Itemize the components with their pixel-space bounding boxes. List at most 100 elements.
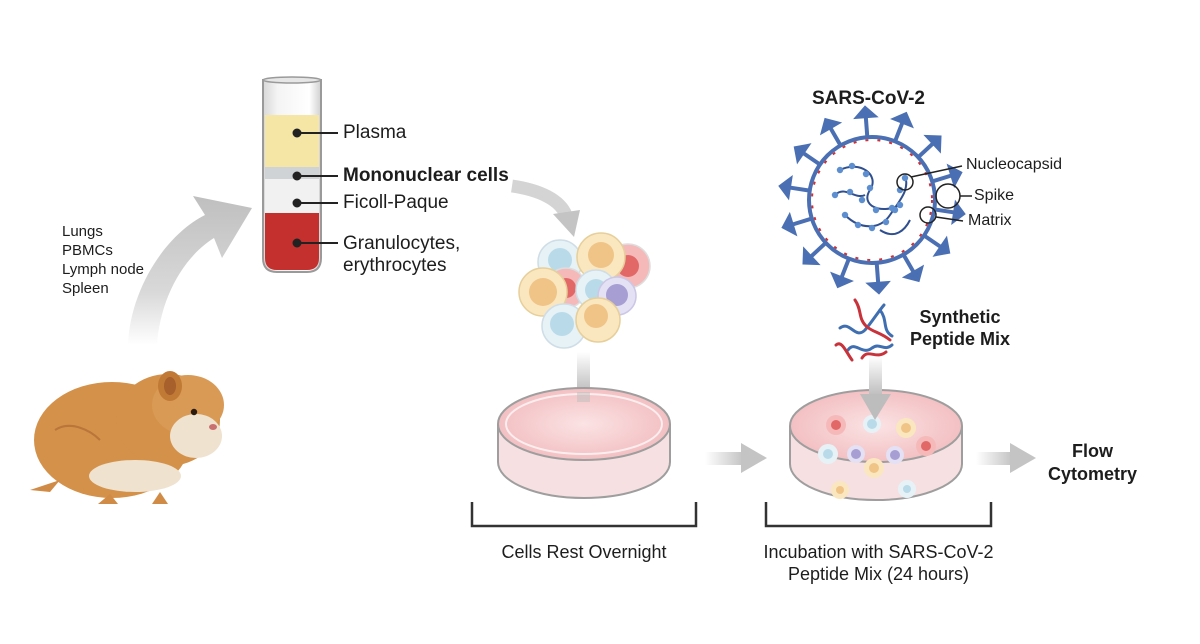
bracket-incubation — [764, 502, 993, 528]
nucleocapsid-protein — [896, 201, 904, 209]
spike-head — [932, 235, 951, 257]
synthetic-peptide-mix-label: Synthetic Peptide Mix — [910, 306, 1010, 350]
flow-line-1: Flow — [1072, 441, 1114, 461]
mononuclear-cells-label: Mononuclear cells — [343, 165, 509, 186]
cell — [576, 232, 626, 282]
cell — [847, 445, 865, 463]
petri-dish-incubation — [789, 389, 963, 501]
spike-head — [781, 211, 798, 237]
matrix-label: Matrix — [968, 212, 1012, 229]
ficoll-paque-label: Ficoll-Paque — [343, 192, 449, 213]
plasma-label: Plasma — [343, 122, 407, 143]
matrix-marker — [919, 206, 937, 224]
spike-head — [865, 280, 891, 295]
incubation-step-label: Incubation with SARS-CoV-2 Peptide Mix (… — [740, 541, 1017, 585]
nucleocapsid-protein — [846, 188, 854, 196]
curved-arrow-tube-to-cells — [510, 179, 580, 237]
nucleocapsid-label: Nucleocapsid — [966, 156, 1063, 173]
peptide-line-1: Synthetic — [919, 307, 1001, 327]
spike-protein — [893, 121, 905, 143]
spike-head — [793, 143, 812, 165]
spike-protein — [863, 116, 870, 138]
synthetic-peptides — [834, 298, 894, 362]
source-pbmcs: PBMCs — [62, 242, 113, 259]
nucleocapsid-marker — [896, 173, 914, 191]
spike-head — [830, 271, 854, 289]
nucleocapsid-protein — [858, 196, 866, 204]
nucleocapsid-protein — [868, 224, 876, 232]
source-spleen: Spleen — [62, 280, 109, 297]
sars-cov-2-virion — [778, 105, 972, 295]
nucleocapsid-protein — [896, 186, 904, 194]
spike-head — [951, 199, 966, 225]
nucleocapsid-protein — [891, 206, 899, 214]
nucleocapsid-protein — [836, 166, 844, 174]
spike-head — [778, 175, 793, 201]
nucleocapsid-protein — [848, 162, 856, 170]
flow-line-2: Cytometry — [1048, 464, 1138, 484]
spike-head — [923, 134, 942, 154]
peptide-line-2: Peptide Mix — [910, 329, 1011, 349]
spike-head — [890, 111, 914, 129]
cell — [831, 481, 849, 499]
mononuclear-cell-cluster — [518, 232, 651, 349]
cell — [898, 480, 916, 498]
plasma-layer — [265, 115, 319, 167]
rest-step-label: Cells Rest Overnight — [501, 542, 667, 562]
spike-marker — [935, 183, 961, 209]
spike-protein — [801, 151, 822, 167]
spike-protein — [788, 185, 811, 193]
spike-head — [819, 117, 843, 136]
nucleocapsid-protein — [882, 218, 890, 226]
nucleocapsid-protein — [841, 211, 849, 219]
erythrocytes-label: erythrocytes — [343, 255, 447, 276]
granulocyte-layer — [265, 213, 319, 270]
spike-protein — [828, 126, 843, 147]
spike-label: Spike — [974, 187, 1015, 204]
nucleocapsid-protein — [866, 184, 874, 192]
incubation-line-1: Incubation with SARS-CoV-2 — [763, 542, 994, 562]
ficoll-layer — [265, 179, 319, 213]
cell — [575, 297, 621, 343]
sample-source-list: Lungs PBMCs Lymph node Spleen — [62, 222, 144, 298]
spike-protein — [933, 207, 956, 215]
spike-head — [901, 264, 925, 283]
spike-protein — [916, 141, 935, 159]
cell — [863, 415, 881, 433]
source-lungs: Lungs — [62, 223, 103, 240]
spike-protein — [791, 216, 813, 227]
flow-cytometry-label: Flow Cytometry — [1048, 440, 1137, 486]
spike-protein — [809, 241, 828, 259]
spike-protein — [839, 257, 851, 279]
spike-head — [946, 163, 963, 189]
cell — [826, 415, 846, 435]
petri-dish-rest — [497, 387, 671, 499]
cell — [916, 436, 936, 456]
curved-arrow-sample-to-tube — [128, 196, 252, 345]
source-lymph-node: Lymph node — [62, 261, 145, 278]
mononuclear-layer — [265, 167, 319, 179]
nucleocapsid-protein — [872, 206, 880, 214]
spike-protein — [931, 173, 953, 184]
nucleocapsid-protein — [854, 221, 862, 229]
cell — [864, 458, 884, 478]
centrifuge-tube — [262, 76, 338, 273]
down-arrow-to-incubation-dish — [860, 356, 891, 420]
spike-head — [802, 246, 821, 266]
cell — [896, 418, 916, 438]
nucleocapsid-protein — [831, 191, 839, 199]
spike-protein — [874, 262, 881, 284]
right-arrow-to-flow-cytometry — [976, 443, 1036, 473]
hamster-illustration — [30, 371, 224, 504]
granulocytes-label: Granulocytes, — [343, 233, 461, 254]
cell — [518, 267, 568, 317]
virus-title: SARS-CoV-2 — [812, 88, 925, 109]
cell — [886, 446, 904, 464]
nucleocapsid-protein — [901, 174, 909, 182]
incubation-line-2: Peptide Mix (24 hours) — [787, 564, 970, 584]
nucleocapsid-protein — [862, 170, 870, 178]
cell — [818, 444, 838, 464]
spike-protein — [922, 233, 943, 249]
bracket-rest — [470, 502, 698, 528]
